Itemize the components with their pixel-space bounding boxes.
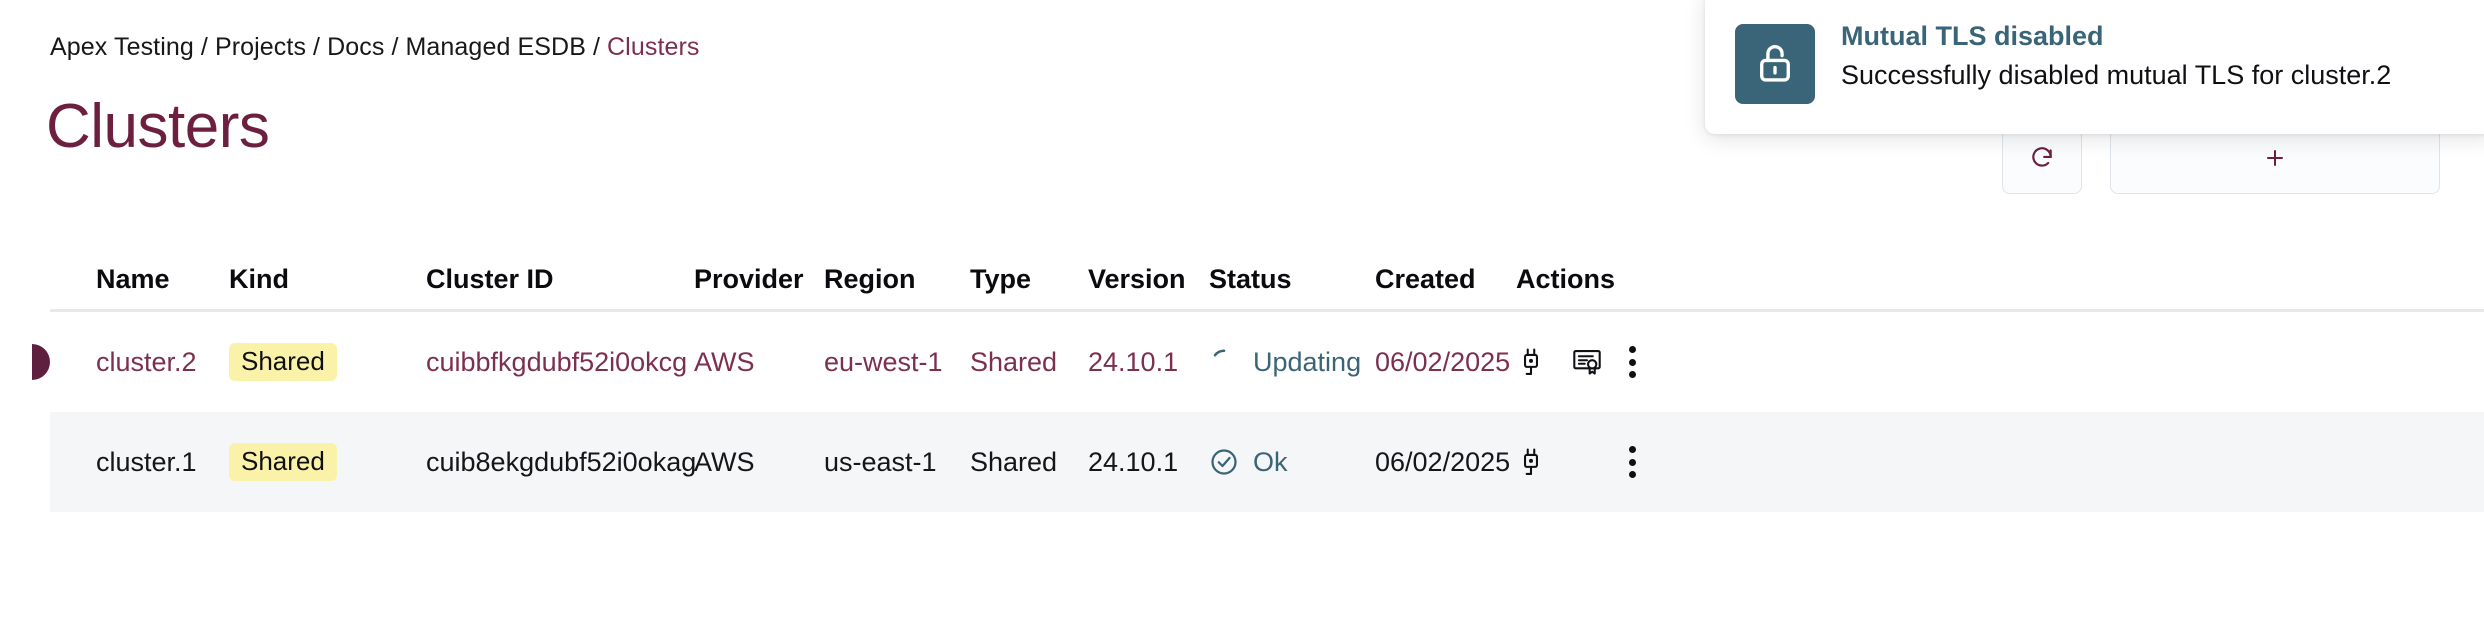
column-header-name[interactable]: Name	[96, 264, 170, 294]
cell-status: Ok	[1209, 447, 1375, 478]
cell-type: Shared	[970, 446, 1058, 477]
cell-region: eu-west-1	[824, 346, 943, 377]
page-title: Clusters	[46, 92, 270, 161]
column-header-created[interactable]: Created	[1375, 264, 1476, 294]
cell-created: 06/02/2025	[1375, 346, 1511, 377]
table-row[interactable]: cluster.1 Shared cuib8ekgdubf52i0okag AW…	[50, 412, 2484, 512]
column-header-status[interactable]: Status	[1209, 264, 1292, 294]
status-label: Updating	[1253, 346, 1362, 377]
plus-icon	[2263, 146, 2287, 176]
breadcrumb-item-projects[interactable]: Projects	[214, 33, 307, 61]
certificate-icon[interactable]	[1572, 346, 1602, 378]
breadcrumb-item-clusters[interactable]: Clusters	[607, 33, 700, 61]
cell-cluster-id[interactable]: cuibbfkgdubf52i0okcg	[426, 346, 688, 377]
toast-message: Successfully disabled mutual TLS for clu…	[1841, 59, 2392, 90]
connect-plug-icon[interactable]	[1516, 446, 1546, 478]
breadcrumb-separator: /	[592, 33, 601, 61]
column-header-provider[interactable]: Provider	[694, 264, 804, 294]
cell-actions	[1516, 346, 1636, 378]
cell-name[interactable]: cluster.2	[96, 346, 197, 377]
column-header-kind[interactable]: Kind	[229, 264, 289, 294]
breadcrumb-item-docs[interactable]: Docs	[327, 33, 385, 61]
toast-title: Mutual TLS disabled	[1841, 21, 2104, 51]
cell-kind: Shared	[229, 343, 426, 381]
cell-cluster-id[interactable]: cuib8ekgdubf52i0okag	[426, 446, 697, 477]
column-header-actions: Actions	[1516, 264, 1616, 294]
status-badge: Updating	[1209, 347, 1361, 378]
row-selected-marker	[32, 344, 50, 380]
check-circle-icon	[1209, 447, 1239, 477]
cell-actions	[1516, 446, 1636, 478]
cell-version: 24.10.1	[1088, 446, 1179, 477]
cell-kind: Shared	[229, 443, 426, 481]
kind-badge: Shared	[229, 443, 337, 481]
cell-region: us-east-1	[824, 446, 937, 477]
create-cluster-button[interactable]	[2110, 128, 2440, 194]
breadcrumb-item-apex-testing[interactable]: Apex Testing	[50, 33, 194, 61]
kind-badge: Shared	[229, 343, 337, 381]
breadcrumb-separator: /	[391, 33, 399, 61]
column-header-version[interactable]: Version	[1088, 264, 1186, 294]
cell-version: 24.10.1	[1088, 346, 1179, 377]
spinner-icon	[1209, 347, 1239, 377]
more-options-icon[interactable]	[1628, 346, 1636, 378]
connect-plug-icon[interactable]	[1516, 346, 1546, 378]
cell-status: Updating	[1209, 347, 1375, 378]
breadcrumb-separator: /	[313, 33, 321, 61]
cell-type: Shared	[970, 346, 1058, 377]
toast-body: Mutual TLS disabled Successfully disable…	[1841, 18, 2391, 93]
more-options-icon[interactable]	[1628, 446, 1636, 478]
breadcrumb: Apex Testing/Projects/Docs/Managed ESDB/…	[50, 33, 700, 62]
table-header-row: Name Kind Cluster ID Provider Region Typ…	[50, 250, 2484, 312]
unlock-icon	[1735, 24, 1815, 104]
status-label: Ok	[1253, 446, 1288, 477]
refresh-button[interactable]	[2002, 128, 2082, 194]
cell-provider: AWS	[694, 346, 755, 377]
header-actions	[2002, 128, 2440, 194]
cell-provider: AWS	[694, 446, 755, 477]
clusters-table: Name Kind Cluster ID Provider Region Typ…	[32, 250, 2484, 512]
refresh-icon	[2029, 145, 2055, 177]
column-header-region[interactable]: Region	[824, 264, 916, 294]
breadcrumb-separator: /	[200, 33, 208, 61]
toast-notification[interactable]: Mutual TLS disabled Successfully disable…	[1705, 0, 2484, 134]
cell-name[interactable]: cluster.1	[96, 446, 197, 477]
column-header-cluster-id[interactable]: Cluster ID	[426, 264, 554, 294]
breadcrumb-item-managed-esdb[interactable]: Managed ESDB	[405, 33, 586, 61]
column-header-type[interactable]: Type	[970, 264, 1032, 294]
table-row[interactable]: cluster.2 Shared cuibbfkgdubf52i0okcg AW…	[32, 312, 2484, 412]
cell-created: 06/02/2025	[1375, 446, 1511, 477]
status-badge: Ok	[1209, 447, 1288, 478]
